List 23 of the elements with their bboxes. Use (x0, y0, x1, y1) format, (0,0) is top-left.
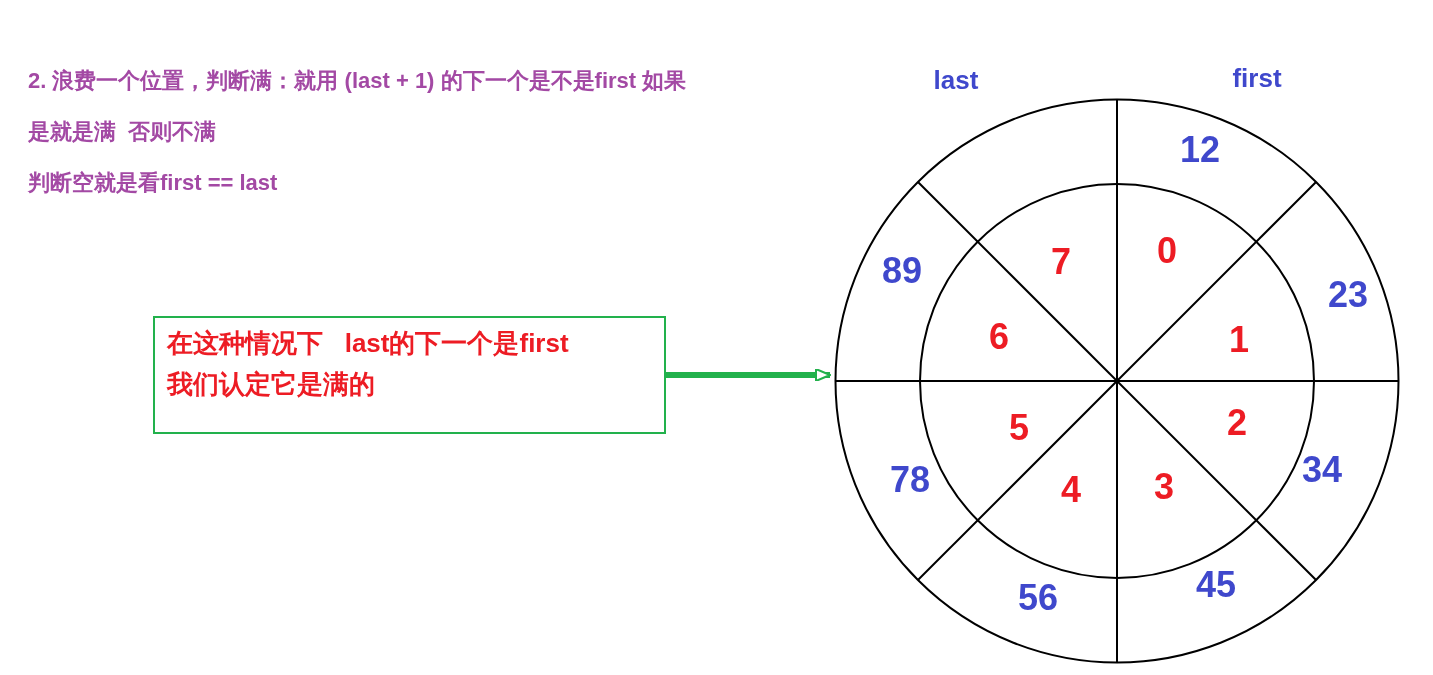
slot-index: 0 (1157, 230, 1177, 272)
slot-index: 4 (1061, 469, 1081, 511)
pointer-label: first (1232, 62, 1282, 95)
slot-value: 45 (1196, 564, 1236, 606)
slot-value: 23 (1328, 274, 1368, 316)
rule-text: 2. 浪费一个位置，判断满：就用 (last + 1) 的下一个是不是first 如果是就是满 否则不满 (28, 67, 688, 146)
slot-value: 34 (1302, 449, 1342, 491)
slot-value: 89 (882, 250, 922, 292)
note-text: 我们认定它是满的 (167, 368, 375, 401)
slot-index: 2 (1227, 402, 1247, 444)
slot-index: 5 (1009, 407, 1029, 449)
slot-index: 7 (1051, 241, 1071, 283)
note-box (153, 316, 666, 434)
slot-value: 78 (890, 459, 930, 501)
note-text: 在这种情况下 last的下一个是first (167, 327, 569, 360)
rule-text: 判断空就是看first == last (28, 169, 278, 197)
arrow (666, 368, 831, 382)
slot-value: 12 (1180, 129, 1220, 171)
pointer-label: last (933, 64, 979, 97)
slot-index: 1 (1229, 319, 1249, 361)
slot-index: 6 (989, 316, 1009, 358)
slot-index: 3 (1154, 466, 1174, 508)
slot-value: 56 (1018, 577, 1058, 619)
